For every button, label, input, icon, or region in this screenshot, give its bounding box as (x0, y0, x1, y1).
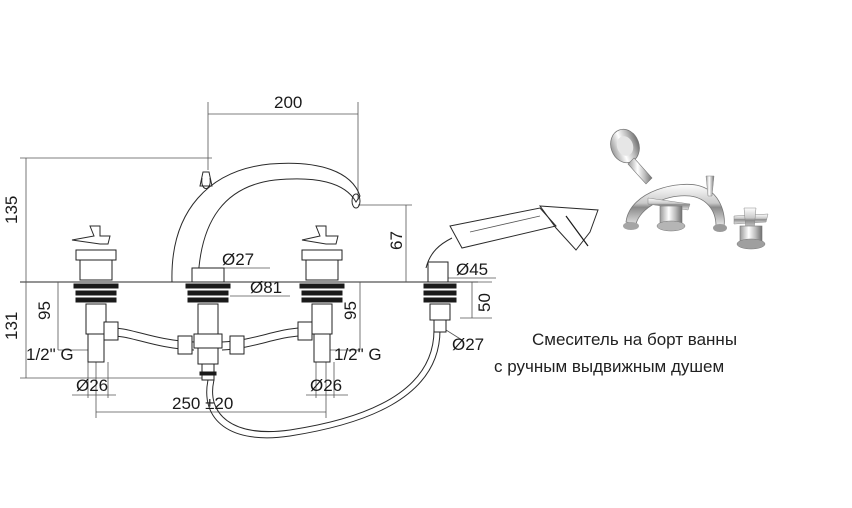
dim-valve-depth-left: 95 (35, 301, 54, 320)
product-photo (610, 128, 769, 250)
dim-valve-diameter-right: Ø26 (310, 376, 342, 395)
dimension-lines (25, 102, 496, 418)
dim-valve-diameter-left: Ø26 (76, 376, 108, 395)
dim-shower-depth: 50 (475, 293, 494, 312)
dim-shower-diameter-bottom: Ø27 (452, 335, 484, 354)
hand-shower (423, 205, 599, 333)
dim-valve-depth-right: 95 (341, 301, 360, 320)
left-valve (71, 225, 119, 363)
right-valve (299, 225, 345, 363)
dim-spacing: 250 ±20 (172, 394, 233, 413)
dim-height-bottom: 131 (2, 312, 21, 340)
dim-spout-diameter: Ø27 (222, 250, 254, 269)
dim-base-diameter: Ø81 (250, 278, 282, 297)
dim-width-top: 200 (274, 93, 302, 112)
dim-shower-diameter-top: Ø45 (456, 260, 488, 279)
deck-line (20, 157, 478, 379)
dim-spout-height: 67 (387, 231, 406, 250)
dim-height-top: 135 (2, 196, 21, 224)
caption-line-1: Смеситель на борт ванны (532, 330, 737, 349)
spout (171, 162, 361, 381)
connecting-hoses (103, 321, 313, 355)
dim-thread-left: 1/2" G (26, 345, 74, 364)
caption-line-2: с ручным выдвижным душем (494, 357, 724, 376)
dim-thread-right: 1/2" G (334, 345, 382, 364)
shower-hose (206, 329, 441, 439)
